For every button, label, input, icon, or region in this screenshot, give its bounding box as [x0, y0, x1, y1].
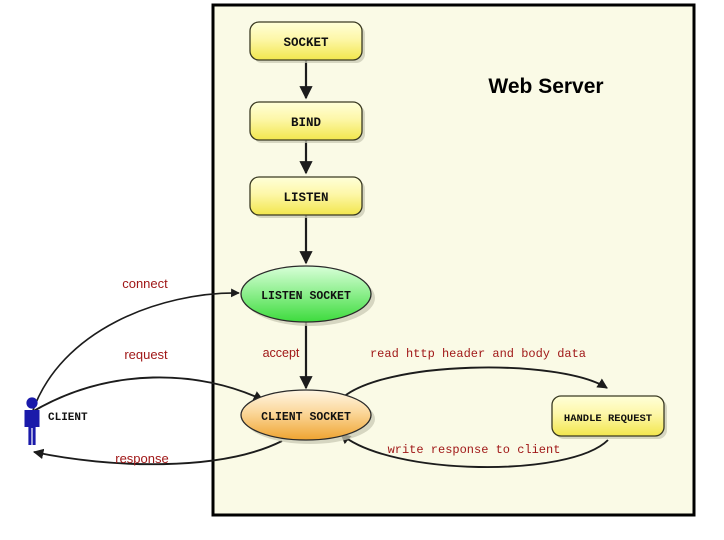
- node-bind-shape: [249, 101, 363, 141]
- node-listen-socket[interactable]: LISTEN SOCKET: [240, 265, 372, 323]
- node-client-socket-shape: [240, 389, 372, 441]
- client-body-icon: [24, 410, 40, 445]
- node-handle-request[interactable]: HANDLE REQUEST: [551, 395, 665, 437]
- node-handle-request-shape: [551, 395, 665, 437]
- edge-response: [32, 440, 283, 466]
- node-listen-label: LISTEN: [283, 191, 328, 205]
- edge-label-connect: connect: [122, 276, 168, 291]
- edge-write-response: [340, 433, 609, 468]
- edge-connect: [31, 288, 240, 414]
- node-listen-socket-shape: [240, 265, 372, 323]
- node-client-socket-label: CLIENT SOCKET: [261, 411, 351, 424]
- node-listen-shape: [249, 176, 363, 216]
- edge-label-write-response: write response to client: [388, 443, 561, 457]
- edge-label-response: response: [115, 451, 168, 466]
- node-bind-label: BIND: [291, 116, 322, 130]
- client-head-icon: [26, 397, 38, 409]
- edge-label-accept: accept: [263, 346, 300, 360]
- node-socket-shape: [249, 21, 363, 61]
- node-listen-socket-label: LISTEN SOCKET: [261, 290, 351, 303]
- node-socket-label: SOCKET: [283, 36, 329, 50]
- node-client-socket[interactable]: CLIENT SOCKET: [240, 389, 372, 441]
- edge-read-http: [339, 366, 608, 401]
- node-handle-request-label: HANDLE REQUEST: [564, 413, 652, 425]
- edge-label-read-http: read http header and body data: [370, 347, 586, 361]
- web-server-title: Web Server: [488, 75, 603, 98]
- node-bind[interactable]: BIND: [249, 101, 363, 141]
- edge-label-request: request: [124, 347, 168, 362]
- edge-request: [31, 376, 264, 413]
- client-label: CLIENT: [48, 412, 88, 424]
- node-listen[interactable]: LISTEN: [249, 176, 363, 216]
- client-figure-icon[interactable]: [24, 397, 40, 445]
- node-socket[interactable]: SOCKET: [249, 21, 363, 61]
